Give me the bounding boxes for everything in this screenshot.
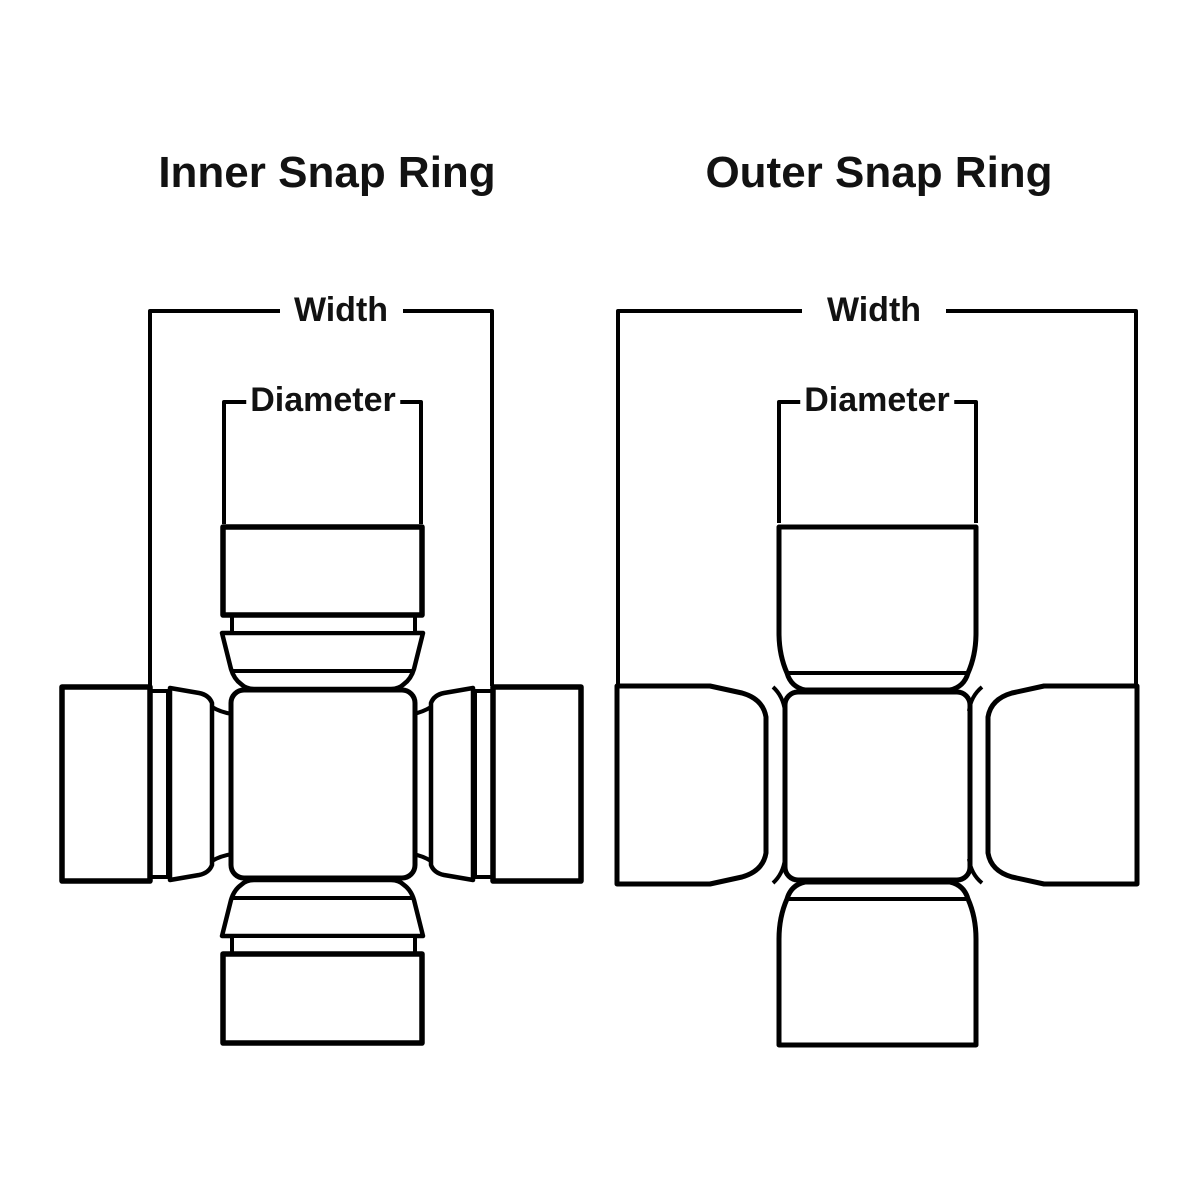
outer-right-bearing-cap (985, 683, 1140, 887)
outer-figure-title: Outer Snap Ring (701, 151, 1057, 195)
outer-diameter-bracket-right (953, 400, 978, 523)
inner-left-bearing-cap (59, 684, 153, 884)
outer-right-bottom-fillet (967, 858, 984, 885)
inner-right-bearing-cap (490, 684, 584, 884)
inner-bottom-bearing-cap (220, 951, 425, 1046)
inner-top-bearing-cap (220, 524, 425, 618)
outer-bottom-bearing-cap (776, 879, 979, 1048)
inner-right-seal-collar (428, 685, 476, 883)
inner-cross-body (228, 687, 418, 881)
inner-diameter-bracket-left (222, 400, 253, 524)
outer-right-top-fillet (967, 685, 984, 712)
outer-width-label: Width (822, 293, 926, 327)
outer-cross-body (782, 689, 973, 883)
outer-left-top-fillet (771, 685, 787, 712)
inner-left-bottom-fillet (210, 852, 233, 863)
inner-figure-title: Inner Snap Ring (154, 151, 500, 195)
inner-bottom-seal-collar (219, 877, 426, 939)
inner-width-bracket-left (148, 309, 280, 686)
outer-snap-ring-figure (614, 309, 1140, 1048)
inner-snap-ring-figure (59, 309, 584, 1046)
inner-diameter-bracket-right (392, 400, 423, 524)
inner-right-bottom-fillet (412, 852, 433, 863)
outer-width-bracket-left (616, 309, 802, 684)
outer-left-bottom-fillet (771, 858, 787, 885)
inner-left-seal-collar (167, 685, 215, 883)
outer-width-bracket-right (946, 309, 1138, 684)
outer-left-bearing-cap (614, 683, 769, 887)
inner-left-top-fillet (210, 705, 233, 716)
outer-diameter-bracket-left (777, 400, 802, 523)
inner-top-seal-collar (219, 630, 426, 692)
outer-top-bearing-cap (776, 524, 979, 693)
inner-diameter-label: Diameter (246, 383, 400, 417)
outer-diameter-label: Diameter (800, 383, 954, 417)
inner-width-label: Width (289, 293, 393, 327)
inner-right-top-fillet (412, 705, 433, 716)
inner-width-bracket-right (403, 309, 494, 686)
